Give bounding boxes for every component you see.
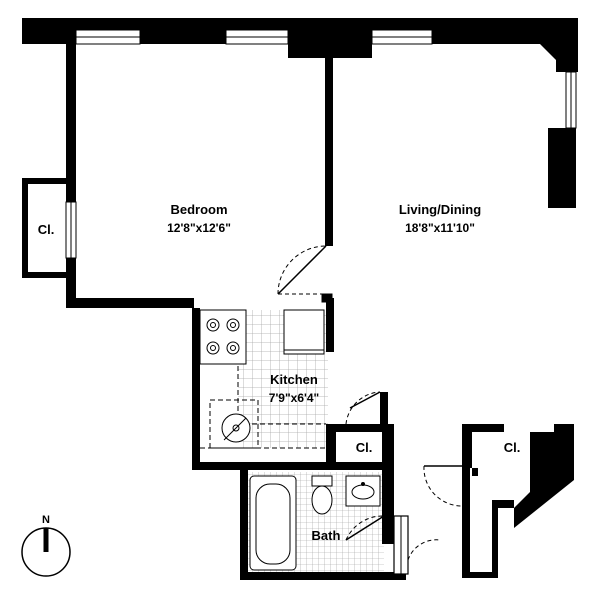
closet-left-label: Cl. [38,222,55,237]
closet-mid-label: Cl. [356,440,373,455]
bath-fixtures [249,475,381,571]
compass-north-label: N [42,514,50,526]
bedroom-dims: 12'8"x12'6" [167,221,231,235]
living-label: Living/Dining [399,202,481,217]
window-mullions [140,18,542,58]
compass-needle-icon [43,528,49,552]
doors [277,245,463,575]
closet-right-label: Cl. [504,440,521,455]
living-dims: 18'8"x11'10" [405,221,475,235]
bath-sink-icon [345,475,381,507]
refrigerator-icon [283,309,325,355]
kitchen-tile-floor-lower [238,424,328,448]
kitchen-label: Kitchen [270,372,318,387]
kitchen-sink-icon [221,413,251,443]
compass: N [21,514,71,577]
windows [65,29,577,259]
kitchen-fixtures [199,309,326,449]
kitchen-dims: 7'9"x6'4" [269,391,319,405]
room-labels: Bedroom 12'8"x12'6" Living/Dining 18'8"x… [38,202,521,543]
stove-icon [206,318,240,355]
bath-label: Bath [312,528,341,543]
bedroom-label: Bedroom [170,202,227,217]
toilet-icon [311,475,333,515]
